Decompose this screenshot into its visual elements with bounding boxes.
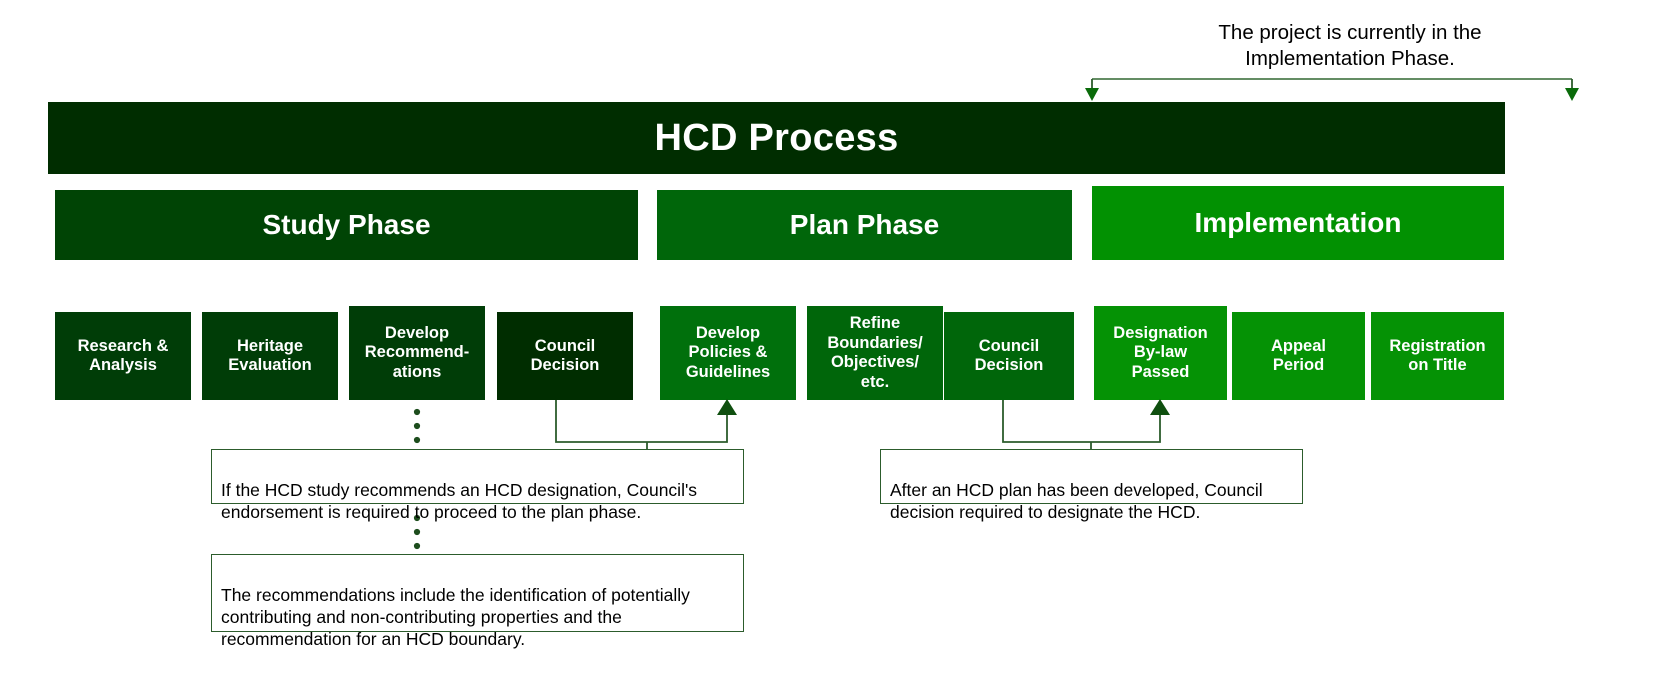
- step-label-appeal-period: Appeal Period: [1270, 336, 1326, 375]
- step-label-develop-policies: Develop Policies & Guidelines: [685, 323, 771, 381]
- phase-bar-study[interactable]: Study Phase: [55, 190, 638, 260]
- step-box-council-decision-study[interactable]: Council Decision: [497, 312, 633, 400]
- step-box-refine-boundaries[interactable]: Refine Boundaries/ Objectives/ etc.: [807, 306, 943, 400]
- step-label-heritage-evaluation: Heritage Evaluation: [228, 336, 312, 375]
- note-text-study-endorsement: If the HCD study recommends an HCD desig…: [221, 480, 698, 522]
- phase-bar-plan[interactable]: Plan Phase: [657, 190, 1072, 260]
- step-box-appeal-period[interactable]: Appeal Period: [1232, 312, 1365, 400]
- phase-bar-implementation[interactable]: Implementation: [1092, 186, 1504, 260]
- phase-label-implementation: Implementation: [1194, 207, 1402, 238]
- connector-plan-council-to-designation: [1002, 399, 1170, 453]
- process-banner: HCD Process: [48, 102, 1505, 174]
- note-text-plan-designation: After an HCD plan has been developed, Co…: [890, 480, 1263, 522]
- current-phase-annotation: The project is currently in the Implemen…: [1218, 21, 1482, 70]
- step-box-heritage-evaluation[interactable]: Heritage Evaluation: [202, 312, 338, 400]
- step-label-develop-recommendations: Develop Recommend- ations: [364, 323, 470, 381]
- step-label-designation-bylaw-passed: Designation By-law Passed: [1113, 323, 1208, 381]
- note-text-recommendations-detail: The recommendations include the identifi…: [221, 585, 690, 649]
- step-box-designation-bylaw-passed[interactable]: Designation By-law Passed: [1094, 306, 1227, 400]
- step-box-research-analysis[interactable]: Research & Analysis: [55, 312, 191, 400]
- step-box-council-decision-plan[interactable]: Council Decision: [944, 312, 1074, 400]
- note-recommendations-detail: The recommendations include the identifi…: [211, 554, 744, 649]
- step-box-develop-recommendations[interactable]: Develop Recommend- ations: [349, 306, 485, 400]
- note-plan-designation: After an HCD plan has been developed, Co…: [880, 449, 1303, 522]
- note-study-endorsement: If the HCD study recommends an HCD desig…: [211, 449, 744, 522]
- page-title: HCD Process: [654, 116, 899, 159]
- phase-label-plan: Plan Phase: [789, 209, 940, 240]
- step-box-registration-on-title[interactable]: Registration on Title: [1371, 312, 1504, 400]
- step-label-council-decision-study: Council Decision: [530, 336, 600, 375]
- connector-study-council-to-plan: [555, 399, 737, 453]
- step-label-refine-boundaries: Refine Boundaries/ Objectives/ etc.: [827, 314, 923, 391]
- step-box-develop-policies[interactable]: Develop Policies & Guidelines: [660, 306, 796, 400]
- step-label-council-decision-plan: Council Decision: [974, 336, 1044, 375]
- implementation-span-bracket: [1085, 78, 1579, 101]
- step-label-registration-on-title: Registration on Title: [1389, 336, 1486, 375]
- step-label-research-analysis: Research & Analysis: [77, 336, 169, 375]
- phase-label-study: Study Phase: [262, 209, 431, 240]
